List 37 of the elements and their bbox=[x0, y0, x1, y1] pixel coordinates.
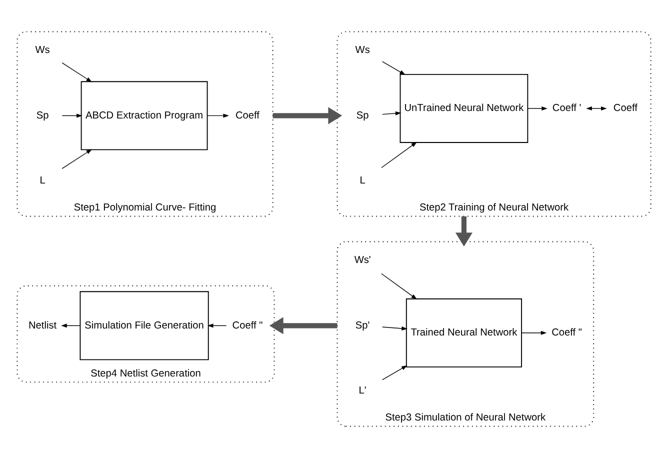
node-text: Ws bbox=[35, 45, 50, 56]
node-text: L bbox=[360, 176, 366, 187]
node-text: L bbox=[40, 176, 46, 187]
arrow bbox=[382, 61, 406, 75]
node-text: Sp bbox=[356, 110, 369, 122]
arrow bbox=[207, 324, 227, 328]
arrow bbox=[61, 324, 80, 328]
arrow bbox=[527, 106, 548, 110]
arrow bbox=[62, 62, 92, 82]
arrow bbox=[382, 326, 408, 330]
arrow bbox=[381, 142, 418, 168]
arrow bbox=[455, 216, 472, 247]
node-box: Trained Neural Network bbox=[406, 298, 522, 368]
arrow bbox=[382, 111, 402, 116]
node-text: Coeff " bbox=[552, 328, 582, 339]
node-text: Sp' bbox=[355, 320, 370, 332]
arrow bbox=[272, 107, 342, 124]
node-text: Coeff bbox=[613, 103, 638, 114]
arrow bbox=[382, 365, 408, 380]
node-text: Coeff ' bbox=[552, 103, 582, 114]
node-text: Netlist bbox=[28, 320, 57, 332]
node-box: Simulation File Generation bbox=[80, 291, 209, 360]
arrow bbox=[521, 330, 547, 335]
arrow bbox=[62, 114, 82, 118]
node-text: Sp bbox=[36, 110, 49, 122]
arrow bbox=[381, 273, 418, 300]
node-text: Ws' bbox=[354, 255, 371, 266]
arrow bbox=[62, 149, 92, 169]
arrow bbox=[586, 106, 607, 110]
node-text: Ws bbox=[355, 45, 370, 56]
arrow bbox=[269, 317, 338, 334]
node-box: ABCD Extraction Program bbox=[80, 81, 208, 150]
node-box: UnTrained Neural Network bbox=[400, 74, 528, 143]
node-text: Coeff bbox=[235, 110, 260, 122]
node-text: L' bbox=[358, 386, 366, 397]
node-text: Coeff " bbox=[232, 320, 263, 332]
arrow bbox=[207, 114, 230, 118]
